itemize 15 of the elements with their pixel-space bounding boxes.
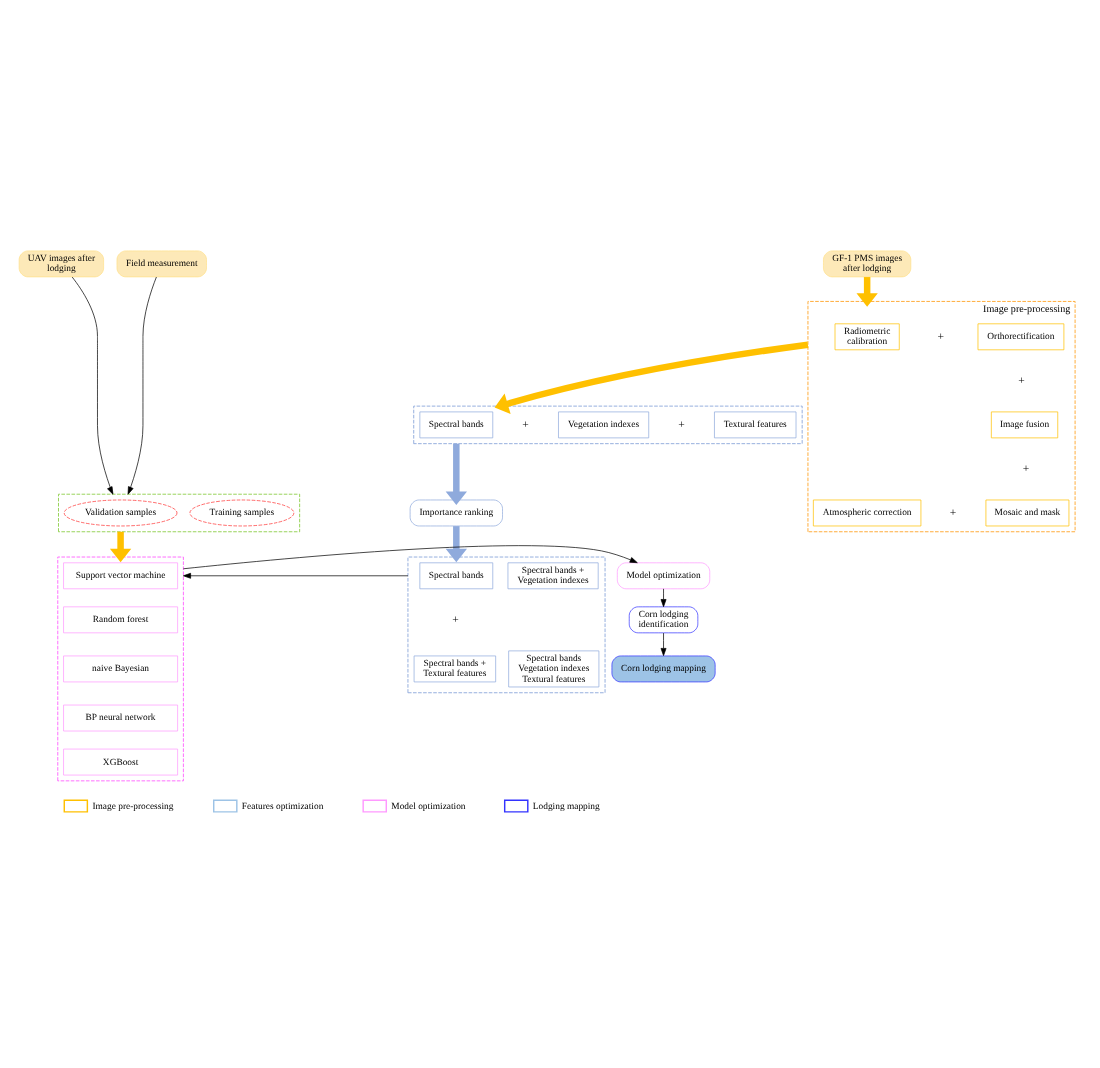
cluster [407,555,606,693]
arrow [660,587,667,607]
arrow [445,525,467,562]
cluster [413,404,803,444]
arrow [445,442,467,505]
arrow [494,340,809,413]
arrow [660,631,667,655]
arrow [856,276,878,306]
cluster [58,492,301,532]
arrow [127,275,157,494]
arrow [109,530,132,562]
arrow [183,544,638,569]
arrow [183,571,409,578]
arrow [71,275,114,494]
cluster [57,555,184,781]
